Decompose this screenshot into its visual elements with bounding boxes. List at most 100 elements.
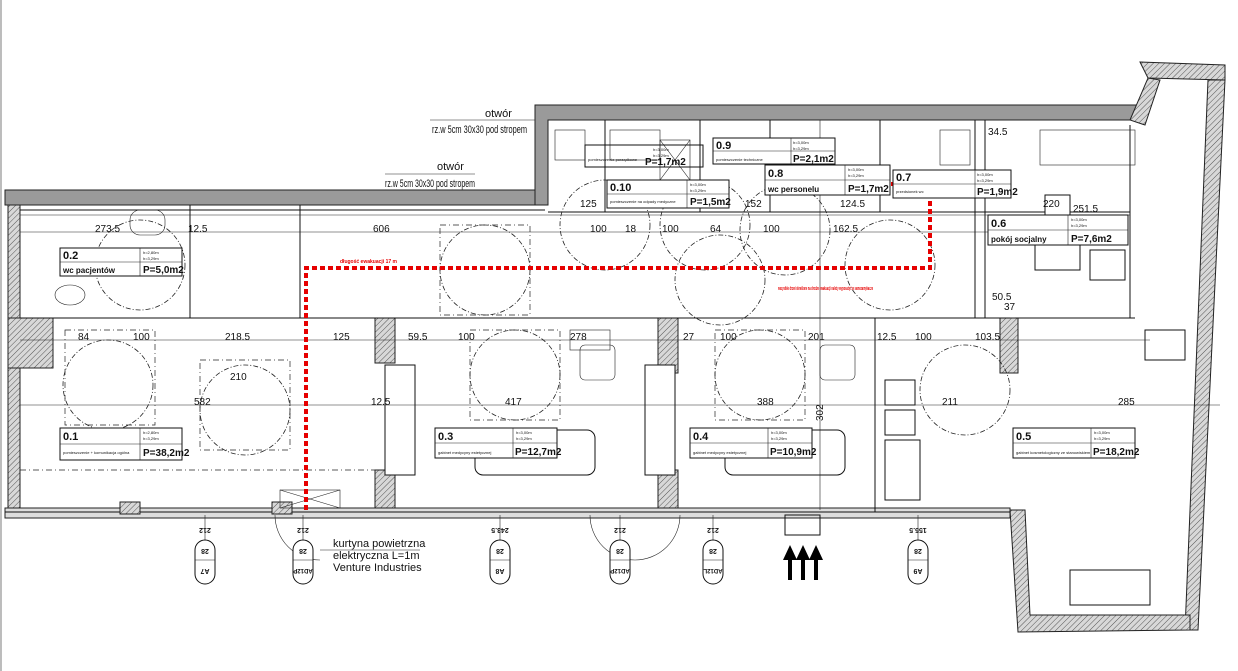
dimension-labels: 273.5 12.5 606 84 100 218.5 125 59.5 100… <box>78 127 1135 421</box>
door-tag-3: 212 28 AD12P <box>609 515 631 585</box>
svg-text:218.5: 218.5 <box>225 332 250 343</box>
svg-text:582: 582 <box>194 397 211 408</box>
svg-text:0.10: 0.10 <box>610 182 631 194</box>
svg-text:212: 212 <box>614 526 626 533</box>
svg-text:h=3,00m: h=3,00m <box>1094 430 1110 435</box>
door-tag-2: 243.5 28 A8 <box>489 515 511 585</box>
svg-text:h=3,29m: h=3,29m <box>516 436 532 441</box>
svg-text:h=3,00m: h=3,00m <box>516 430 532 435</box>
entrance-arrows-icon <box>783 545 823 580</box>
svg-text:34.5: 34.5 <box>988 127 1008 138</box>
svg-text:155.5: 155.5 <box>909 526 927 533</box>
svg-text:P=10,9m2: P=10,9m2 <box>770 447 817 458</box>
svg-text:otwór: otwór <box>485 108 512 120</box>
svg-text:P=1,5m2: P=1,5m2 <box>690 197 731 208</box>
door-tag-4: 212 28 AD12L <box>702 515 724 585</box>
svg-text:h=3,29m: h=3,29m <box>793 146 809 151</box>
svg-text:kurtyna powietrzna: kurtyna powietrzna <box>333 538 426 550</box>
svg-text:251.5: 251.5 <box>1073 204 1098 215</box>
svg-text:pomieszczenie porządkowe: pomieszczenie porządkowe <box>588 157 638 162</box>
svg-text:100: 100 <box>915 332 932 343</box>
svg-text:pomieszczenie + komunikacja og: pomieszczenie + komunikacja ogólna <box>63 450 130 455</box>
svg-text:84: 84 <box>78 332 90 343</box>
room-label-0.5: 0.5 gabinet kosmetologiczny ze stanowisk… <box>1012 427 1140 459</box>
svg-text:gabinet kosmetologiczny ze sta: gabinet kosmetologiczny ze stanowiskiem <box>1016 450 1091 455</box>
svg-text:h=3,29m: h=3,29m <box>143 436 159 441</box>
door-tag-0: 212 28 A7 <box>194 515 216 585</box>
svg-text:Venture Industries: Venture Industries <box>333 562 422 574</box>
svg-text:59.5: 59.5 <box>408 332 428 343</box>
svg-text:wc personelu: wc personelu <box>767 185 819 194</box>
svg-text:37: 37 <box>1004 302 1016 313</box>
svg-text:P=18,2m2: P=18,2m2 <box>1093 447 1140 458</box>
svg-text:278: 278 <box>570 332 587 343</box>
svg-text:27: 27 <box>683 332 695 343</box>
svg-text:212: 212 <box>707 526 719 533</box>
svg-text:A7: A7 <box>200 567 209 574</box>
svg-text:100: 100 <box>720 332 737 343</box>
svg-text:AD12P: AD12P <box>293 567 312 573</box>
air-curtain-note: kurtyna powietrzna elektryczna L=1m Vent… <box>320 538 426 574</box>
svg-text:P=38,2m2: P=38,2m2 <box>143 448 190 459</box>
svg-text:h=2,80m: h=2,80m <box>143 250 159 255</box>
svg-text:388: 388 <box>757 397 774 408</box>
svg-text:28: 28 <box>299 547 307 554</box>
svg-text:rz.w 5cm 30x30 pod stropem: rz.w 5cm 30x30 pod stropem <box>385 178 475 190</box>
svg-text:gabinet medycyny estetycznej: gabinet medycyny estetycznej <box>438 450 491 455</box>
svg-text:h=3,00m: h=3,00m <box>771 430 787 435</box>
svg-text:125: 125 <box>333 332 350 343</box>
svg-text:12.5: 12.5 <box>371 397 391 408</box>
svg-text:28: 28 <box>201 547 209 554</box>
svg-text:otwór: otwór <box>437 161 464 173</box>
svg-text:0.3: 0.3 <box>438 431 453 443</box>
svg-text:h=3,29m: h=3,29m <box>1071 223 1087 228</box>
svg-text:12.5: 12.5 <box>877 332 897 343</box>
opening-annotation-1: otwór rz.w 5cm 30x30 pod stropem <box>430 108 535 136</box>
svg-text:302: 302 <box>815 404 826 421</box>
svg-text:100: 100 <box>590 224 607 235</box>
svg-text:P=5,0m2: P=5,0m2 <box>143 265 184 276</box>
evacuation-note: wszystkie drzwi określone na drodze ewak… <box>778 286 874 292</box>
room-label-0.1: 0.1 pomieszczenie + komunikacja ogólna h… <box>59 427 190 461</box>
svg-text:AD12P: AD12P <box>610 567 629 573</box>
svg-text:h=3,29m: h=3,29m <box>848 173 864 178</box>
evacuation-length-label: długość ewakuacji 17 m <box>340 259 398 265</box>
outer-walls <box>4 61 1226 633</box>
svg-text:h=3,00m: h=3,00m <box>653 147 669 152</box>
svg-text:h=3,29m: h=3,29m <box>977 178 993 183</box>
svg-text:64: 64 <box>710 224 722 235</box>
svg-text:h=3,29m: h=3,29m <box>690 188 706 193</box>
svg-text:rz.w 5cm 30x30 pod stropem: rz.w 5cm 30x30 pod stropem <box>432 124 527 136</box>
svg-text:0.7: 0.7 <box>896 172 911 184</box>
svg-text:0.9: 0.9 <box>716 140 731 152</box>
svg-text:0.8: 0.8 <box>768 168 783 180</box>
svg-text:h=3,00m: h=3,00m <box>848 167 864 172</box>
svg-text:h=3,29m: h=3,29m <box>143 256 159 261</box>
svg-text:124.5: 124.5 <box>840 199 865 210</box>
svg-text:P=7,6m2: P=7,6m2 <box>1071 234 1112 245</box>
svg-text:0.5: 0.5 <box>1016 431 1031 443</box>
svg-text:100: 100 <box>458 332 475 343</box>
svg-text:273.5: 273.5 <box>95 224 120 235</box>
door-tag-1: 212 28 AD12P <box>292 515 314 585</box>
svg-text:212: 212 <box>297 526 309 533</box>
svg-text:0.6: 0.6 <box>991 218 1006 230</box>
svg-text:pomieszczenie techniczne: pomieszczenie techniczne <box>716 157 763 162</box>
svg-text:h=3,00m: h=3,00m <box>690 182 706 187</box>
svg-text:606: 606 <box>373 224 390 235</box>
svg-text:28: 28 <box>709 547 717 554</box>
svg-text:211: 211 <box>942 397 958 408</box>
svg-text:100: 100 <box>763 224 780 235</box>
svg-text:243.5: 243.5 <box>491 526 509 533</box>
room-label-0.4: 0.4 gabinet medycyny estetycznej h=3,00m… <box>689 427 817 459</box>
svg-text:h=2,80m: h=2,80m <box>143 430 159 435</box>
door-tag-5: 155.5 28 A9 <box>907 515 929 585</box>
room-label-0.9: 0.9 pomieszczenie techniczne h=3,00mh=3,… <box>712 137 836 165</box>
svg-text:gabinet medycyny estetycznej: gabinet medycyny estetycznej <box>693 450 746 455</box>
svg-text:0.2: 0.2 <box>63 250 78 262</box>
svg-text:100: 100 <box>133 332 150 343</box>
svg-text:0.1: 0.1 <box>63 431 78 443</box>
